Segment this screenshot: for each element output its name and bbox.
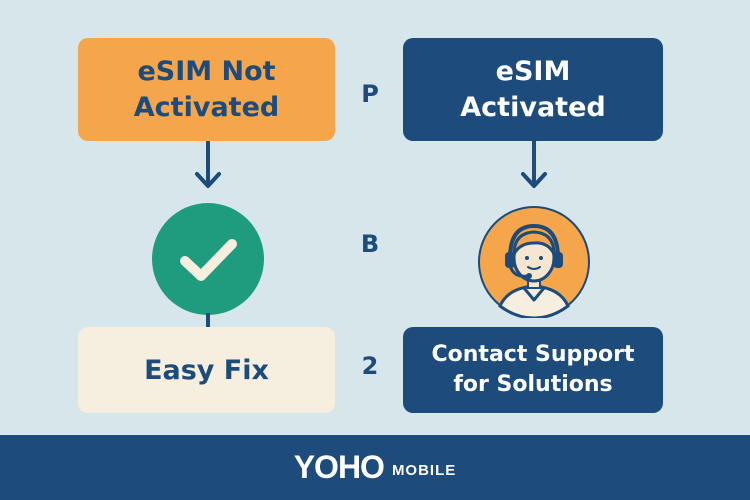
esim-not-activated-line1: eSIM Not <box>137 55 276 87</box>
right-down-arrow-icon <box>521 141 547 188</box>
easy-fix-box: Easy Fix <box>78 327 335 413</box>
esim-activated-line2: Activated <box>460 91 606 123</box>
contact-support-box: Contact Support for Solutions <box>403 327 663 413</box>
contact-support-line1: Contact Support <box>431 342 635 367</box>
esim-not-activated-box: eSIM Not Activated <box>78 38 335 141</box>
esim-not-activated-line2: Activated <box>133 91 280 123</box>
middle-label-bottom: 2 <box>361 352 379 380</box>
middle-label-top: P <box>361 80 379 108</box>
easy-fix-label: Easy Fix <box>144 354 269 386</box>
footer-bar: YOHO MOBILE <box>0 435 750 500</box>
esim-activated-line1: eSIM <box>495 55 571 87</box>
brand-logo-subtitle: MOBILE <box>391 462 457 479</box>
middle-label-middle: B <box>360 230 380 258</box>
brand-logo-text: YOHO <box>293 449 385 485</box>
contact-support-line2: for Solutions <box>453 372 613 397</box>
left-down-arrow-icon <box>195 141 221 188</box>
connector-line <box>206 313 210 329</box>
checkmark-icon <box>152 203 264 315</box>
esim-activated-box: eSIM Activated <box>403 38 663 141</box>
support-agent-icon <box>478 206 590 318</box>
